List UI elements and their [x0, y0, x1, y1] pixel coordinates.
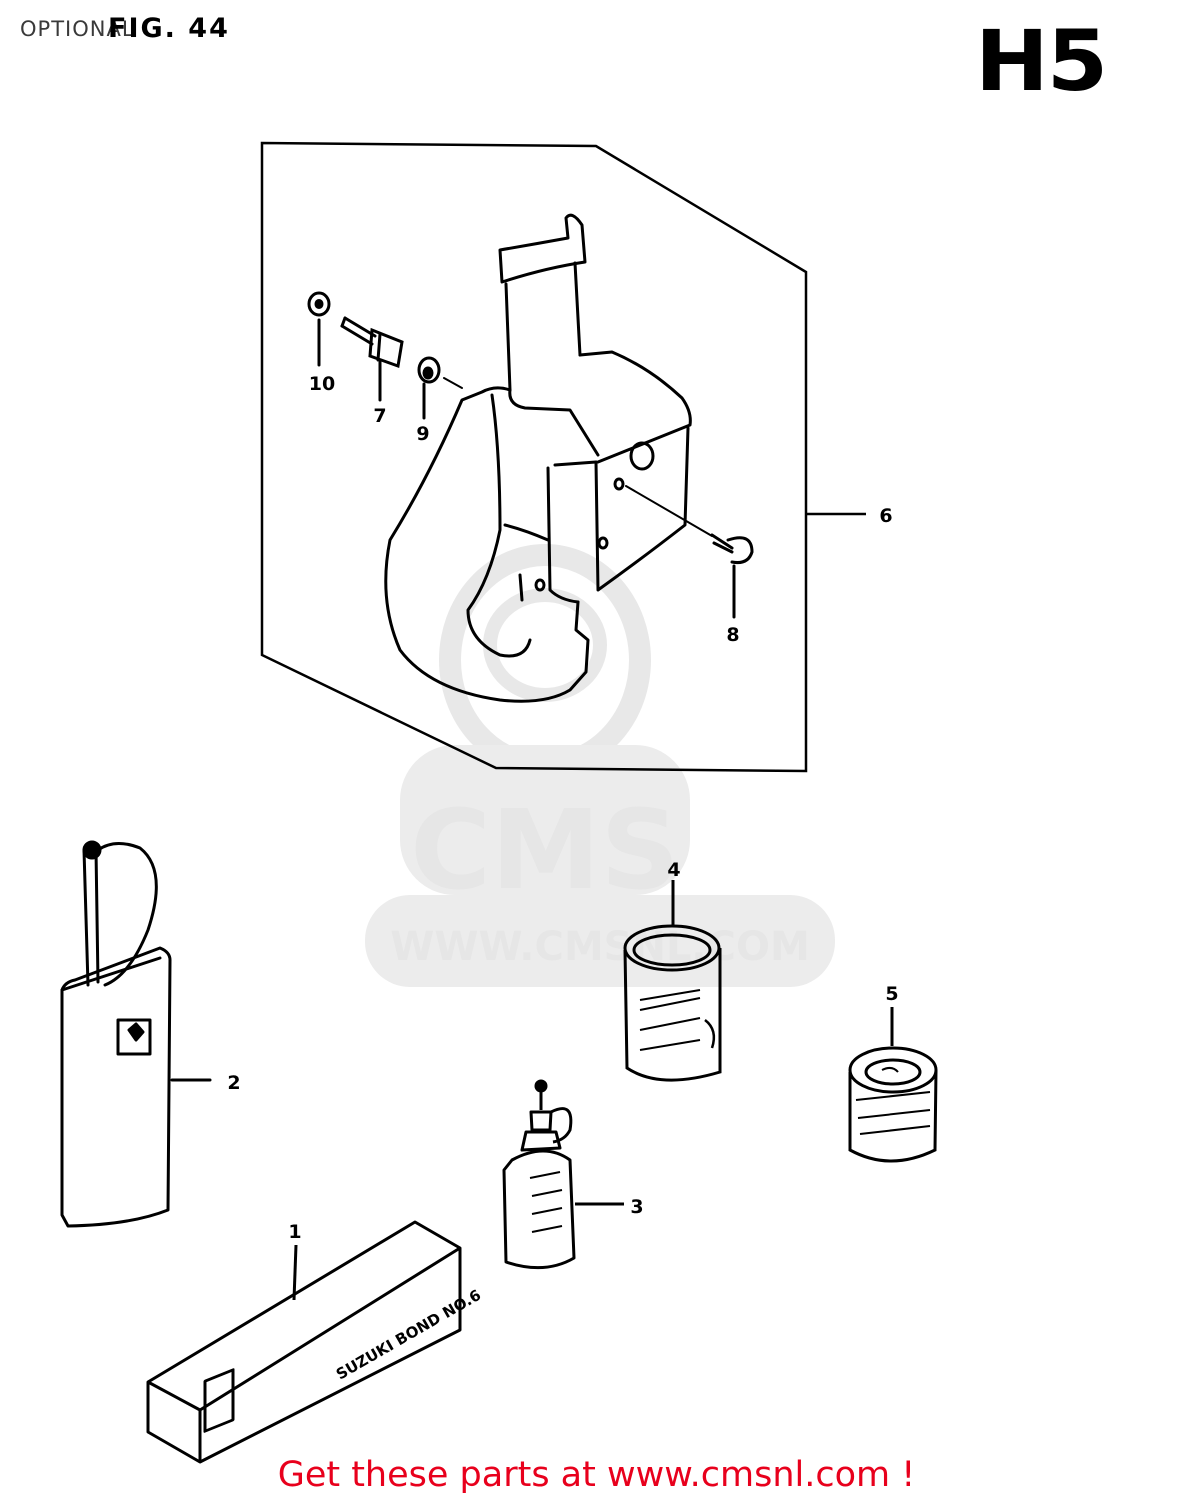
callout-9: 9	[416, 423, 429, 445]
bottle-drawing	[502, 1079, 624, 1270]
callout-3: 3	[630, 1196, 643, 1218]
callout-6: 6	[879, 505, 892, 527]
callout-2: 2	[227, 1072, 240, 1094]
callout-8: 8	[726, 624, 739, 646]
bond-box-label: SUZUKI BOND NO.6	[333, 1286, 484, 1384]
callout-5: 5	[885, 983, 898, 1005]
diagram-code: H5	[975, 12, 1108, 110]
watermark-logo: CMS	[410, 786, 679, 914]
watermark: CMS WWW.CMSNL.COM	[365, 544, 835, 987]
figure-number: FIG. 44	[108, 13, 230, 44]
can-small-drawing	[848, 1007, 938, 1163]
section-title: OPTIONAL	[20, 17, 135, 41]
callouts: 1 2 3 4 5 6 7 8 9 10	[227, 373, 898, 1243]
callout-10: 10	[309, 373, 335, 395]
fasteners-drawing	[307, 291, 754, 619]
callout-7: 7	[373, 405, 386, 427]
can-large-drawing	[623, 880, 722, 1082]
oil-can-drawing	[60, 840, 212, 1228]
oil-tank-drawing	[384, 213, 692, 703]
callout-4: 4	[667, 859, 680, 881]
footer-link[interactable]: Get these parts at www.cmsnl.com !	[277, 1455, 916, 1495]
watermark-url: WWW.CMSNL.COM	[390, 924, 810, 970]
assembly-frame	[260, 141, 808, 773]
bond-box-drawing	[146, 1220, 462, 1464]
callout-1: 1	[288, 1221, 301, 1243]
